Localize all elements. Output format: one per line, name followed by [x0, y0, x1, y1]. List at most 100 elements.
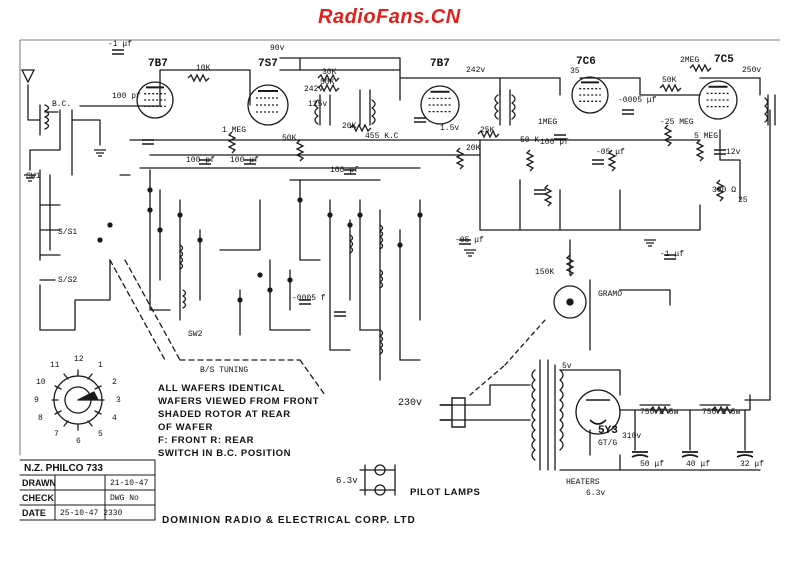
supply-230v: 230v — [398, 398, 423, 409]
switch-contact-14 — [398, 243, 402, 247]
label-r20k-b: 20K — [466, 144, 481, 153]
bs-tuning-label: B/S TUNING — [200, 366, 249, 375]
resistor-8 — [650, 407, 671, 413]
wafer-num-1: 1 — [98, 361, 103, 370]
label-r50k-c: 50 K — [520, 136, 540, 145]
capacitor-3 — [199, 160, 211, 164]
label-c0005b: -0005 f — [292, 294, 326, 303]
tube-label-v4: 7C6 — [576, 56, 596, 68]
capacitor-1 — [112, 50, 124, 54]
label-r50k-b: 50K — [282, 134, 297, 143]
supply-35: 35 — [570, 67, 580, 76]
capacitor-5 — [344, 170, 356, 174]
capacitor-13 — [334, 312, 346, 316]
wafer-num-6: 6 — [76, 437, 81, 446]
label-s51: S/S1 — [58, 228, 78, 237]
label-c100b: 100 pf — [186, 156, 215, 165]
switch-contact-5 — [198, 238, 202, 242]
vacuum-tube-5 — [699, 81, 737, 119]
resistor-15 — [665, 125, 671, 146]
capacitor-7 — [554, 135, 566, 139]
resistor-10 — [229, 132, 235, 153]
rectifier-elements — [586, 400, 610, 424]
capacitor-6 — [414, 118, 426, 122]
supply-310v: 310v — [622, 432, 642, 441]
company-name: DOMINION RADIO & ELECTRICAL CORP. LTD — [162, 515, 416, 526]
label-r750b: 750 Ω 5w — [702, 408, 741, 417]
label-r25k: 25K — [480, 126, 495, 135]
antenna-symbol — [22, 70, 34, 82]
ground-symbol-1 — [644, 240, 656, 246]
supply-5v: 5v — [562, 362, 572, 371]
watermark-text: RadioFans.CN — [318, 6, 461, 28]
tube-grid-5 — [707, 93, 730, 106]
label-c100d: 100 pf — [330, 166, 359, 175]
capacitor-8 — [622, 110, 634, 114]
wafer-num-4: 4 — [112, 414, 117, 423]
label-r2meg: 2MEG — [680, 56, 700, 65]
label-r50k-a: 50K — [320, 78, 335, 87]
label-r10k: 10K — [196, 64, 211, 73]
tube-grid-1 — [144, 94, 166, 107]
ground-symbol-3 — [24, 175, 36, 181]
tube-label-v3: 7B7 — [430, 58, 450, 70]
switch-contact-11 — [348, 223, 352, 227]
wafer-note-6: SWITCH IN B.C. POSITION — [158, 448, 292, 459]
label-c50: 50 μf — [640, 460, 665, 469]
supply-90v: 90v — [270, 44, 285, 53]
supply-242v-a: 242v — [304, 85, 324, 94]
resistor-17 — [717, 180, 723, 201]
switch-contact-17 — [98, 238, 102, 242]
wafer-num-7: 7 — [54, 430, 59, 439]
switch-contact-2 — [148, 208, 152, 212]
vacuum-tube-3 — [421, 86, 459, 124]
tube-label-v5: 7C5 — [714, 54, 734, 66]
resistor-18 — [567, 255, 573, 276]
title-row-value-check: DWG No — [110, 494, 139, 503]
wafer-note-1: ALL WAFERS IDENTICAL — [158, 383, 285, 394]
label-s52: S/S2 — [58, 276, 78, 285]
wafer-note-4: OF WAFER — [158, 422, 213, 433]
heaters-voltage: 6.3v — [586, 489, 606, 498]
resistor-7 — [350, 125, 371, 131]
resistor-4 — [690, 65, 711, 71]
gramo-socket — [554, 286, 586, 318]
resistor-19 — [545, 185, 551, 206]
switch-contact-6 — [238, 298, 242, 302]
label-c100c: 100 μf — [230, 156, 259, 165]
title-block-model: N.Z. PHILCO 733 — [24, 463, 103, 474]
pilot-lamps-label: PILOT LAMPS — [410, 487, 481, 498]
label-r300: 300 Ω — [712, 186, 737, 195]
label-r5meg: 5 MEG — [694, 132, 719, 141]
label-c1b: -1 μf — [660, 250, 685, 259]
switch-contact-10 — [328, 213, 332, 217]
label-c25: 25 — [738, 196, 748, 205]
switch-contact-16 — [108, 223, 112, 227]
title-row-value-date: 25-10-47 2330 — [60, 509, 123, 518]
label-r150k: 150K — [535, 268, 555, 277]
supply-250v: 250v — [742, 66, 762, 75]
vacuum-tube-4 — [572, 77, 608, 113]
wafer-num-3: 3 — [116, 396, 121, 405]
resistor-9 — [712, 407, 733, 413]
switch-contact-15 — [298, 198, 302, 202]
wafer-note-3: SHADED ROTOR AT REAR — [158, 409, 291, 420]
resistor-3 — [318, 85, 339, 91]
rectifier-suffix: GT/G — [598, 439, 618, 448]
ground-symbol-2 — [94, 150, 106, 156]
label-r30k: 30K — [322, 68, 337, 77]
wafer-num-2: 2 — [112, 378, 117, 387]
resistor-16 — [697, 140, 703, 161]
label-gramo: GRAMO — [598, 290, 623, 299]
label-v15: 1.5v — [440, 124, 460, 133]
wafer-num-5: 5 — [98, 430, 103, 439]
gramo-socket-pin — [567, 299, 573, 305]
wafer-num-12: 12 — [74, 355, 84, 364]
electrolytic-capacitor-3 — [737, 452, 753, 457]
wafer-num-8: 8 — [38, 414, 43, 423]
tube-label-v1: 7B7 — [148, 58, 168, 70]
tube-grid-4 — [579, 89, 601, 102]
label-c100a: 100 pf — [112, 92, 141, 101]
